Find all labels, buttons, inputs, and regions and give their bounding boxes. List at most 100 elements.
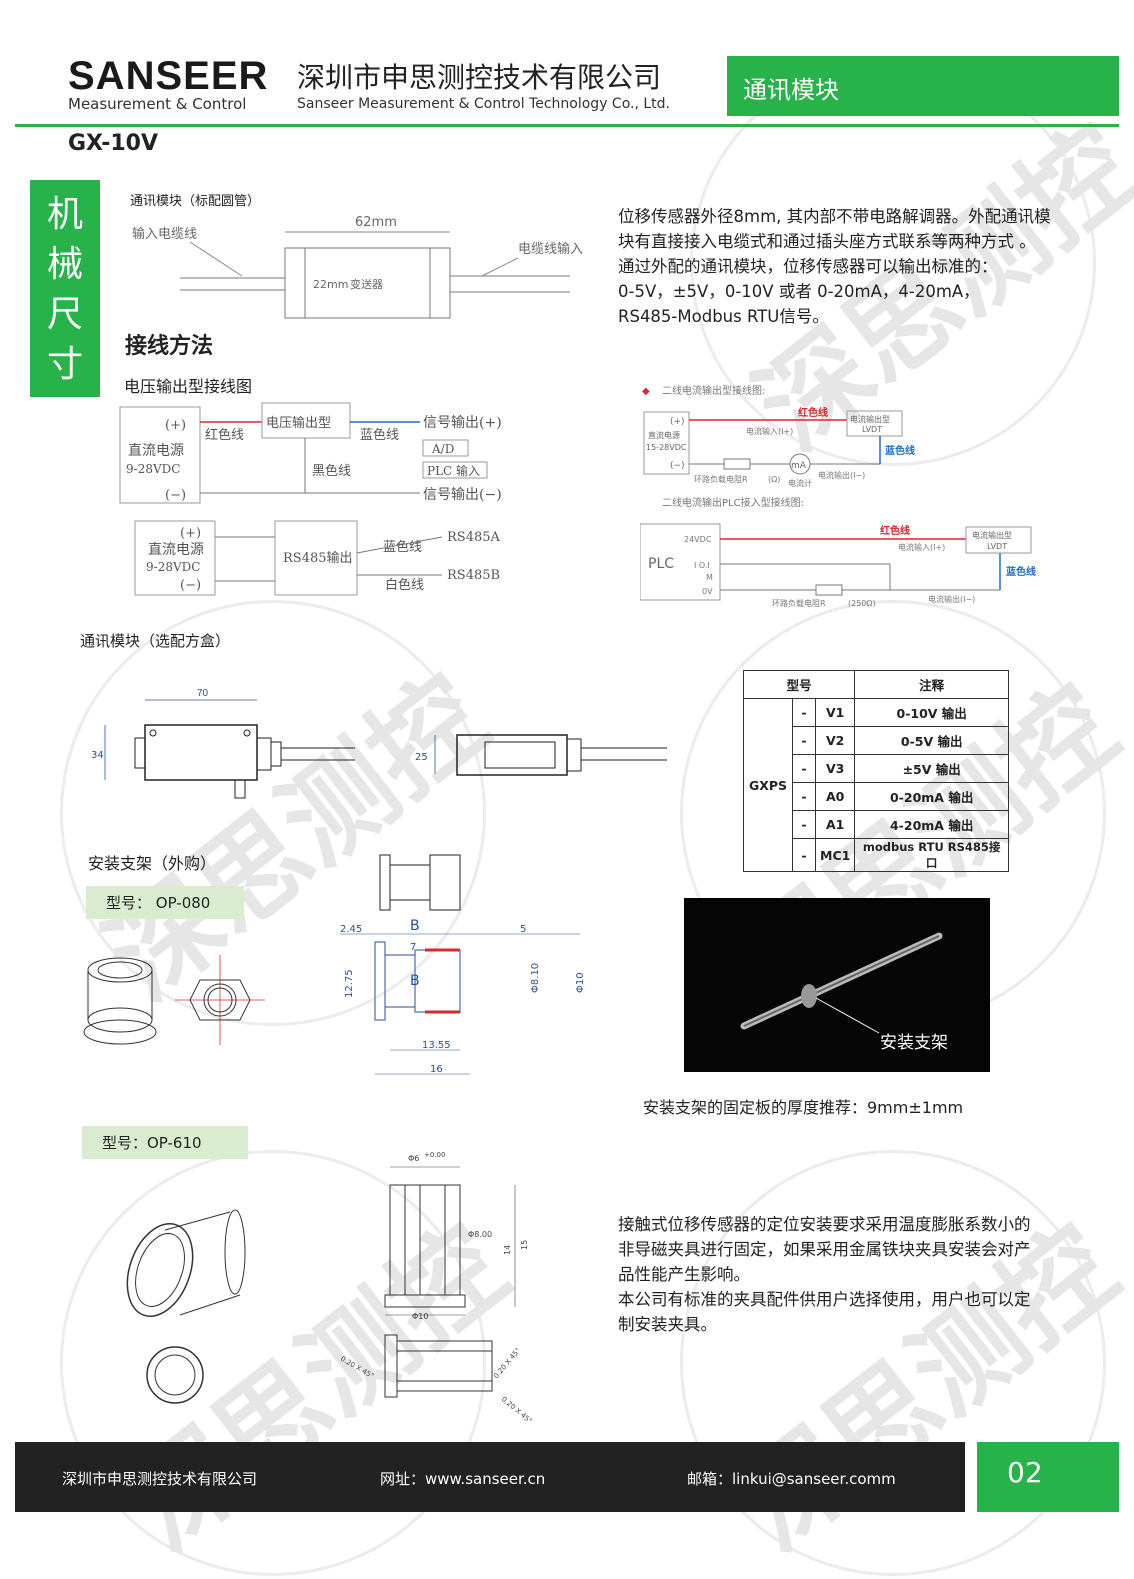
dim-b2: B	[410, 973, 420, 989]
module-round-title: 通讯模块（标配圆管）	[130, 194, 261, 209]
cable-input-label: 电缆线输入	[518, 241, 583, 257]
plc-lvdt-type: 电流输出型	[972, 530, 1012, 540]
dash-cell: -	[792, 726, 816, 755]
op610-dimension-drawing: Φ6 +0.00 Φ8.00 14 15 Φ10 0.20 X 45° 0.20…	[340, 1151, 534, 1425]
c-ma: mA	[791, 461, 807, 471]
series-cell: GXPS	[743, 698, 793, 872]
rsplus: (+)	[180, 526, 201, 541]
plc-title: 二线电流输出PLC接入型接线图:	[662, 496, 804, 509]
red-wire-label: 红色线	[205, 427, 244, 443]
code-cell: MC1	[814, 838, 856, 872]
model-tag-op610: 型号：OP-610	[82, 1126, 248, 1159]
intro-line: 通过外配的通讯模块，位移传感器可以输出标准的：	[618, 257, 998, 276]
d610-h15: 15	[520, 1240, 529, 1250]
dc-power: 直流电源	[128, 442, 184, 459]
model-title: GX-10V	[68, 131, 158, 156]
plc-0v: 0V	[702, 587, 713, 596]
code-cell: V2	[814, 726, 856, 755]
logo-sub: Measurement & Control	[68, 95, 247, 113]
code-cell: V1	[814, 698, 856, 727]
col-note: 注释	[854, 670, 1009, 699]
installation-notes: 接触式位移传感器的定位安装要求采用温度膨胀系数小的 非导磁夹具进行固定，如果采用…	[618, 1212, 1098, 1337]
c-lvdt-type: 电流输出型	[850, 414, 890, 424]
rs485a-label: RS485A	[447, 530, 501, 545]
bullet-icon: ◆	[642, 386, 650, 397]
plc-in-label: PLC 输入	[427, 463, 480, 478]
c-red-label: 红色线	[798, 406, 828, 419]
note-line: 品性能产生影响。	[618, 1265, 750, 1284]
vminus: (−)	[165, 488, 186, 503]
note-cell: modbus RTU RS485接口	[854, 838, 1009, 872]
note-cell: 0-20mA 输出	[854, 782, 1009, 811]
op080-dimension-drawing: 2.45 5 B 7 B 12.75 Φ8.10 Φ10 13.55 16	[340, 854, 586, 1075]
length-label: 62mm	[355, 215, 397, 230]
dash-cell: -	[792, 698, 816, 727]
plc-24v: 24VDC	[684, 535, 712, 544]
signal-out-plus: 信号输出(+)	[423, 415, 502, 431]
box-height: 34	[91, 750, 104, 761]
c-blue-label: 蓝色线	[885, 444, 915, 457]
c-current-in: 电流输入(I+)	[746, 426, 793, 436]
plc-label: PLC	[648, 556, 674, 572]
c-current-out: 电流输出(I−)	[818, 470, 865, 480]
plc-loop-res: 环路负载电阻R	[772, 598, 826, 607]
c-ohm: (Ω)	[768, 475, 780, 484]
c-ammeter: 电流计	[788, 478, 812, 488]
signal-out-minus: 信号输出(−)	[423, 487, 502, 503]
photo-label: 安装支架	[880, 1033, 948, 1053]
rs-white-label: 白色线	[385, 577, 424, 593]
footer-email[interactable]: 邮箱：linkui@sanseer.comm	[687, 1470, 896, 1488]
footer-website[interactable]: 网址：www.sanseer.cn	[380, 1470, 546, 1488]
rs-voltage-range: 9-28VDC	[146, 560, 200, 574]
model-tag-op080: 型号： OP-080	[86, 886, 244, 919]
box-width: 70	[197, 688, 209, 699]
plc-blue-label: 蓝色线	[1006, 565, 1036, 578]
module-round-drawing: 输入电缆线 62mm 22mm 变送器 电缆线输入	[132, 215, 583, 319]
wiring-heading: 接线方法	[125, 334, 214, 359]
page-number-box: 02	[977, 1442, 1119, 1512]
ad-label: A/D	[431, 442, 454, 456]
note-line: 接触式位移传感器的定位安装要求采用温度膨胀系数小的	[618, 1215, 1031, 1234]
op080-drawings	[83, 955, 265, 1045]
current-wiring-diagram: ◆ 二线电流输出型接线图: (+) 直流电源 15-28VDC (−) 红色线 …	[640, 384, 1036, 607]
header-divider	[15, 124, 1119, 127]
company-name: 深圳市申思测控技术有限公司 Sanseer Measurement & Cont…	[297, 56, 670, 112]
logo-word: SANSEER	[68, 54, 269, 98]
voltage-out-type: 电压输出型	[266, 415, 331, 431]
dash-cell: -	[792, 754, 816, 783]
category-banner: 通讯模块	[727, 56, 1119, 116]
intro-line: 0-5V，±5V，0-10V 或者 0-20mA，4-20mA，	[618, 282, 980, 301]
dim-10: Φ10	[575, 972, 586, 993]
c-range: 15-28VDC	[646, 443, 687, 452]
rs485b-label: RS485B	[447, 568, 500, 583]
voltage-wiring-diagram: (+) 直流电源 9-28VDC (−) 红色线 电压输出型 蓝色线 信号输出(…	[119, 402, 502, 504]
dim-810: Φ8.10	[530, 963, 541, 993]
note-cell: ±5V 输出	[854, 754, 1009, 783]
plc-current-in: 电流输入(I+)	[898, 542, 945, 552]
company-en: Sanseer Measurement & Control Technology…	[297, 96, 670, 112]
plc-lvdt: LVDT	[987, 542, 1007, 551]
plc-red-label: 红色线	[880, 524, 910, 537]
dash-cell: -	[792, 810, 816, 839]
chamfer-3: 0.20 X 45°	[500, 1395, 534, 1425]
module-box-title: 通讯模块（选配方盒）	[80, 632, 231, 650]
input-cable-label: 输入电缆线	[132, 226, 197, 242]
cminus: (−)	[670, 461, 685, 471]
intro-line: 位移传感器外径8mm, 其内部不带电路解调器。外配通讯模	[618, 207, 1051, 226]
height-label: 22mm	[313, 278, 348, 291]
side-tab-label: 机械尺寸	[46, 194, 83, 385]
rsminus: (−)	[180, 578, 201, 593]
category-label: 通讯模块	[743, 76, 839, 104]
rs485-wiring-diagram: (+) 直流电源 9-28VDC (−) RS485输出 蓝色线 白色线 RS4…	[134, 520, 501, 596]
rs-blue-label: 蓝色线	[383, 539, 422, 555]
dim-7: 7	[410, 942, 416, 953]
d610-bottom: Φ10	[412, 1312, 428, 1321]
module-box-drawing: 70 34 25	[91, 688, 667, 799]
bracket-photo: 安装支架	[684, 898, 990, 1072]
d610-top: Φ6	[408, 1154, 419, 1163]
spec-table: 型号 注释 GXPS - V1 0-10V 输出 - V2 0-5V 输出 - …	[742, 670, 1009, 872]
current-title: 二线电流输出型接线图:	[662, 384, 765, 397]
note-line: 本公司有标准的夹具配件供用户选择使用，用户也可以定	[618, 1290, 1031, 1309]
note-line: 制安装夹具。	[618, 1315, 717, 1334]
c-dc-power: 直流电源	[648, 430, 680, 440]
